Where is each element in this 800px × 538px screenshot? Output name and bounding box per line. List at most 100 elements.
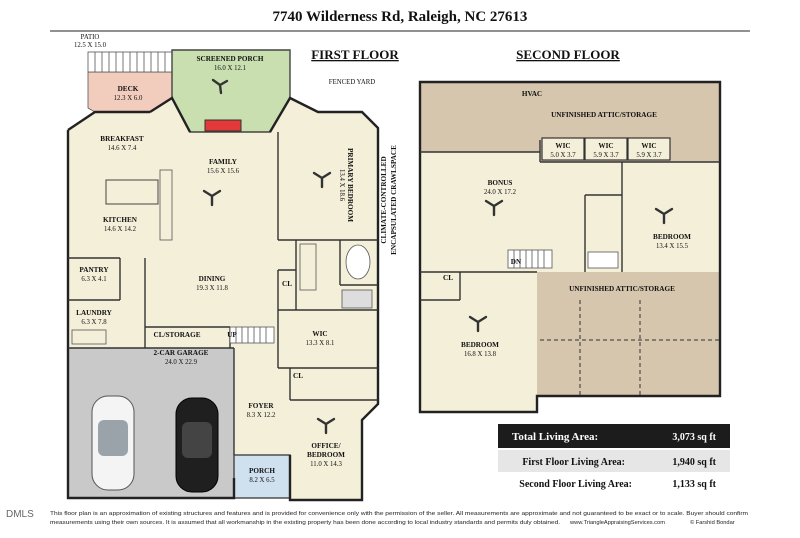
second-floor-exterior-wall: [418, 80, 722, 414]
wic1-label: WIC: [555, 142, 570, 150]
family-label: FAMILY: [209, 158, 238, 166]
primary-bath-vanity: [299, 243, 317, 291]
bedroom-right-label: BEDROOM: [653, 233, 691, 241]
closet-label-b: CL: [293, 372, 303, 380]
primary-bedroom-label: PRIMARY BEDROOM: [346, 148, 354, 222]
attic-access-dashes: [540, 300, 720, 396]
disclaimer-line-2: measurements using their own sources. It…: [50, 520, 560, 526]
breakfast-dims: 14.6 X 7.4: [108, 145, 137, 152]
attic-top-label: UNFINISHED ATTIC/STORAGE: [551, 111, 657, 119]
mls-watermark: DMLS: [6, 509, 34, 520]
first-floor-interior-walls: [68, 132, 378, 455]
laundry-label: LAUNDRY: [76, 309, 112, 317]
office-dims: 11.0 X 14.3: [310, 461, 342, 468]
wic-dims: 13.3 X 8.1: [306, 340, 335, 347]
second-floor-interior-walls: [420, 137, 720, 301]
second-floor-area-value: 1,133 sq ft: [672, 479, 716, 490]
screened-porch-label: SCREENED PORCH: [197, 55, 264, 63]
screened-porch-dims: 16.0 X 12.1: [214, 65, 246, 72]
fan-icon-office: [316, 417, 336, 435]
total-area-value: 3,073 sq ft: [672, 432, 716, 443]
wic3-dims: 5.9 X 3.7: [636, 152, 662, 159]
fenced-yard-label: FENCED YARD: [329, 79, 375, 86]
crawlspace-label-line1: CLIMATE-CONTROLLED: [380, 156, 388, 243]
second-floor-plan: HVAC UNFINISHED ATTIC/STORAGE WIC 5.0 X …: [418, 80, 722, 414]
kitchen-label: KITCHEN: [103, 216, 138, 224]
wic3-label: WIC: [641, 142, 656, 150]
stairs-up-label: UP: [227, 331, 237, 339]
patio-label: PATIO: [81, 34, 100, 41]
wic2-label: WIC: [598, 142, 613, 150]
deck-dims: 12.3 X 6.0: [114, 95, 143, 102]
porch-label: PORCH: [249, 467, 275, 475]
wic1-dims: 5.0 X 3.7: [550, 152, 576, 159]
kitchen-dims: 14.6 X 14.2: [104, 226, 137, 233]
laundry-appliances: [71, 329, 107, 345]
kitchen-island: [105, 179, 159, 205]
porch-dims: 8.2 X 6.5: [249, 477, 275, 484]
pantry-label: PANTRY: [79, 266, 109, 274]
total-area-label: Total Living Area:: [512, 431, 598, 443]
second-floor-heading: Second Floor: [516, 47, 620, 62]
family-dims: 15.6 X 15.6: [207, 168, 240, 175]
living-area-summary: Total Living Area: 3,073 sq ft First Flo…: [498, 424, 730, 490]
first-floor-row-bg: [498, 450, 730, 472]
laundry-dims: 6.3 X 7.8: [81, 319, 107, 326]
fan-icon-bedroom-right: [654, 207, 674, 225]
fan-icon-family: [202, 189, 222, 207]
stairs-down-label: DN: [511, 258, 522, 266]
crawlspace-label-line2: ENCAPSULATED CRAWLSPACE: [390, 145, 398, 255]
bonus-label: BONUS: [488, 179, 513, 187]
cl-storage-label: CL/STORAGE: [154, 331, 201, 339]
second-floor-closet-label: CL: [443, 274, 453, 282]
patio-steps: [87, 51, 173, 73]
shower-tile: [341, 289, 373, 309]
fan-icon-primary: [312, 171, 332, 189]
first-floor-stairs: [229, 326, 275, 344]
garage-dims: 24.0 X 22.9: [165, 359, 198, 366]
first-floor-exterior-wall: [66, 96, 380, 502]
attic-lower-area: [537, 272, 720, 396]
closet-label-a: CL: [282, 280, 292, 288]
first-floor-plan: PATIO 12.5 X 15.0 DECK 12.3 X 6.0 SCREEN…: [66, 34, 398, 502]
fan-icon-screened-porch: [211, 78, 229, 95]
wic-label: WIC: [312, 330, 327, 338]
fireplace: [204, 119, 242, 132]
garage-label: 2-CAR GARAGE: [154, 349, 209, 357]
dining-label: DINING: [199, 275, 226, 283]
total-row-bg: [498, 424, 730, 448]
primary-bath-tub: [345, 244, 371, 280]
second-floor-tub: [587, 251, 619, 269]
first-floor-area-label: First Floor Living Area:: [522, 457, 625, 468]
bedroom-left-dims: 16.8 X 13.8: [464, 351, 497, 358]
primary-bedroom-dims: 13.4 X 18.6: [338, 169, 345, 202]
office-label: OFFICE/: [311, 442, 341, 450]
fan-icon-bonus: [484, 199, 504, 217]
foyer-label: FOYER: [248, 402, 274, 410]
disclaimer-line-1: This floor plan is an approximation of e…: [50, 511, 748, 517]
second-floor-interior: [420, 152, 720, 412]
hvac-label: HVAC: [522, 90, 542, 98]
website-text[interactable]: www.TriangleAppraisingServices.com: [569, 520, 665, 526]
fan-icon-bedroom-left: [468, 315, 488, 333]
bedroom-right-dims: 13.4 X 15.5: [656, 243, 689, 250]
property-address-title: 7740 Wilderness Rd, Raleigh, NC 27613: [273, 9, 528, 25]
copyright-text: © Farshid Bondar: [690, 519, 735, 526]
first-floor-heading: First Floor: [311, 47, 399, 62]
office-label-2: BEDROOM: [307, 451, 345, 459]
foyer-dims: 8.3 X 12.2: [247, 412, 276, 419]
patio-dims: 12.5 X 15.0: [74, 42, 107, 49]
deck-label: DECK: [118, 85, 139, 93]
first-floor-area-value: 1,940 sq ft: [672, 457, 716, 468]
black-car-icon: [175, 397, 219, 493]
second-floor-area-label: Second Floor Living Area:: [519, 479, 632, 490]
kitchen-counter: [159, 169, 173, 241]
bonus-dims: 24.0 X 17.2: [484, 189, 517, 196]
wic2-dims: 5.9 X 3.7: [593, 152, 619, 159]
front-porch-area: [233, 454, 291, 499]
attic-lower-label: UNFINISHED ATTIC/STORAGE: [569, 285, 675, 293]
breakfast-label: BREAKFAST: [100, 135, 144, 143]
dining-dims: 19.3 X 11.8: [196, 285, 228, 292]
